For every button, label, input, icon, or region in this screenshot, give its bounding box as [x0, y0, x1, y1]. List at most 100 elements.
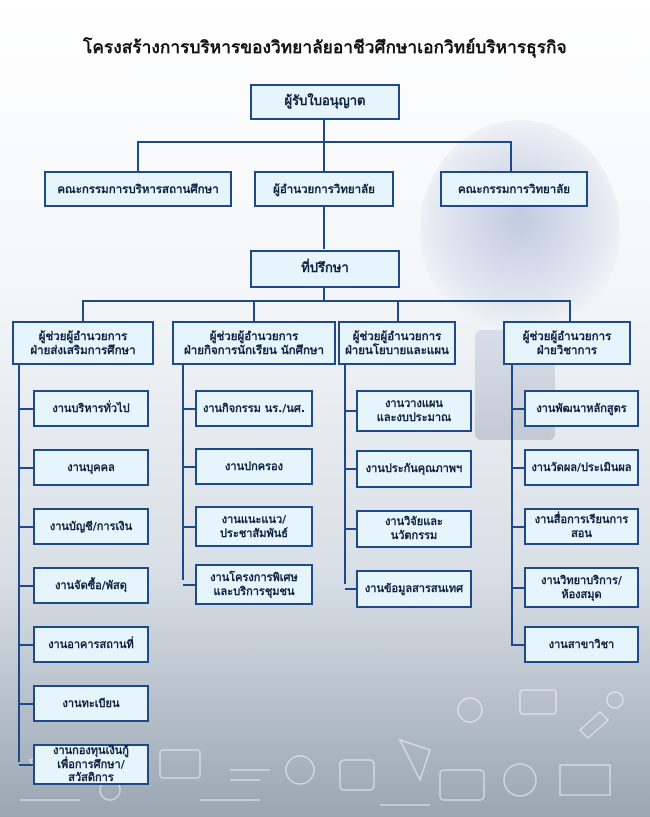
connector-division-2 [253, 300, 255, 322]
division-head-line-2: ฝ่ายนโยบายและแผน [345, 343, 449, 357]
unit-connector [512, 525, 524, 528]
spine-division-2 [182, 364, 184, 580]
unit-box: งานกิจกรรม นร./นศ. [195, 390, 313, 427]
unit-label: งานบัญชี/การเงิน [49, 519, 133, 533]
unit-label: ประชาสัมพันธ์ [220, 526, 288, 540]
unit-connector [19, 466, 33, 469]
unit-connector [183, 525, 195, 528]
unit-box: งานจัดซื้อ/พัสดุ [33, 567, 149, 604]
connector-division-1 [82, 300, 84, 322]
unit-label: งานจัดซื้อ/พัสดุ [55, 578, 127, 592]
division-head-line-1: ผู้ช่วยผู้อำนวยการ [209, 328, 299, 343]
unit-connector [19, 407, 33, 410]
unit-connector [183, 465, 195, 468]
connector-advisor-down [323, 287, 325, 301]
connector-top-down [323, 119, 325, 141]
unit-label: งานพัฒนาหลักสูตร [536, 401, 627, 415]
unit-box: งานแนะแนว/ประชาสัมพันธ์ [195, 506, 313, 547]
division-head-line-2: ฝ่ายกิจการนักเรียน นักศึกษา [184, 343, 324, 357]
unit-label: และบริการชุมชน [213, 584, 295, 598]
unit-connector [345, 410, 356, 412]
page-title: โครงสร้างการบริหารของวิทยาลัยอาชีวศึกษาเ… [83, 38, 567, 58]
unit-connector [19, 584, 33, 587]
division-head-academic: ผู้ช่วยผู้อำนวยการ ฝ่ายวิชาการ [503, 321, 631, 365]
unit-box: งานสื่อการเรียนการสอน [524, 508, 639, 545]
division-head-line-2: ฝ่ายส่งเสริมการศึกษา [30, 343, 136, 357]
unit-connector [345, 468, 356, 470]
unit-connector [512, 466, 524, 469]
education-doodles-background [20, 689, 624, 806]
connector-level2-left [137, 141, 139, 171]
unit-connector [345, 588, 356, 590]
spine-division-3 [344, 364, 346, 584]
unit-label: งานทะเบียน [62, 696, 120, 710]
unit-box: งานบริหารทั่วไป [33, 390, 149, 427]
unit-connector [19, 763, 33, 766]
unit-connector [183, 407, 195, 410]
connector-director-advisor [323, 207, 325, 249]
unit-box: งานปกครอง [195, 448, 313, 485]
connector-division-4 [569, 300, 571, 322]
spine-division-4 [511, 364, 513, 646]
unit-connector [512, 407, 524, 410]
unit-label: งานวางแผน [385, 397, 443, 411]
unit-box: งานโครงการพิเศษและบริการชุมชน [195, 564, 313, 605]
unit-connector [183, 583, 195, 586]
unit-label: งานข้อมูลสารสนเทศ [364, 582, 464, 596]
unit-connector [19, 643, 33, 646]
unit-label: งานปกครอง [225, 459, 283, 473]
unit-box: งานข้อมูลสารสนเทศ [356, 570, 472, 608]
division-head-education-promotion: ผู้ช่วยผู้อำนวยการ ฝ่ายส่งเสริมการศึกษา [12, 321, 154, 365]
unit-box: งานบุคคล [33, 449, 149, 486]
unit-box: งานวางแผนและงบประมาณ [356, 390, 472, 432]
unit-box: งานวิจัยและนวัตกรรม [356, 510, 472, 548]
unit-connector [19, 525, 33, 528]
connector-divisions-horizontal [82, 300, 570, 302]
unit-label: งานวิทยาบริการ/ [541, 573, 622, 587]
unit-connector [512, 643, 524, 646]
unit-label: งานประกันคุณภาพฯ [365, 462, 463, 476]
unit-box: งานวิทยาบริการ/ห้องสมุด [524, 567, 639, 608]
director-box: ผู้อำนวยการวิทยาลัย [254, 171, 394, 207]
division-head-line-1: ผู้ช่วยผู้อำนวยการ [38, 328, 128, 343]
college-board-box: คณะกรรมการวิทยาลัย [440, 171, 588, 207]
unit-label: ห้องสมุด [561, 587, 602, 601]
connector-level2-right [510, 141, 512, 171]
unit-box: งานวัดผล/ประเมินผล [524, 449, 639, 486]
unit-box: งานกองทุนเงินกู้เพื่อการศึกษา/สวัสดิการ [33, 744, 149, 785]
unit-label: งานโครงการพิเศษ [210, 570, 298, 584]
advisor-box: ที่ปรึกษา [250, 250, 400, 288]
unit-label: และงบประมาณ [376, 411, 452, 424]
unit-label: งานบริหารทั่วไป [52, 401, 130, 415]
division-head-student-affairs: ผู้ช่วยผู้อำนวยการ ฝ่ายกิจการนักเรียน นั… [172, 321, 336, 365]
unit-label: งานอาคารสถานที่ [48, 637, 134, 651]
unit-label: งานวิจัยและนวัตกรรม [385, 515, 443, 542]
unit-label: งานสาขาวิชา [548, 637, 615, 651]
unit-connector [512, 586, 524, 589]
division-head-line-2: ฝ่ายวิชาการ [536, 343, 598, 357]
division-head-policy-planning: ผู้ช่วยผู้อำนวยการ ฝ่ายนโยบายและแผน [338, 321, 456, 365]
unit-label: เพื่อการศึกษา/สวัสดิการ [57, 757, 125, 785]
division-head-line-1: ผู้ช่วยผู้อำนวยการ [522, 328, 612, 343]
unit-label: งานกิจกรรม นร./นศ. [202, 401, 306, 415]
unit-box: งานประกันคุณภาพฯ [356, 450, 472, 488]
unit-label: งานแนะแนว/ [221, 512, 287, 526]
unit-box: งานทะเบียน [33, 685, 149, 722]
spine-division-1 [18, 364, 20, 762]
unit-label: งานสื่อการเรียนการสอน [534, 512, 629, 540]
connector-division-3 [397, 300, 399, 322]
connector-level2-center [323, 141, 325, 171]
unit-label: งานบุคคล [67, 460, 115, 474]
unit-connector [345, 528, 356, 530]
unit-box: งานอาคารสถานที่ [33, 626, 149, 663]
unit-label: งานกองทุนเงินกู้ [53, 743, 129, 757]
lightbulb-background [420, 120, 620, 340]
unit-box: งานบัญชี/การเงิน [33, 508, 149, 545]
unit-label: งานวัดผล/ประเมินผล [531, 460, 632, 474]
executive-board-box: คณะกรรมการบริหารสถานศึกษา [44, 171, 232, 207]
licensee-box: ผู้รับใบอนุญาต [250, 84, 400, 120]
unit-box: งานพัฒนาหลักสูตร [524, 390, 639, 427]
unit-box: งานสาขาวิชา [524, 626, 639, 663]
division-head-line-1: ผู้ช่วยผู้อำนวยการ [352, 328, 442, 343]
unit-connector [19, 702, 33, 705]
